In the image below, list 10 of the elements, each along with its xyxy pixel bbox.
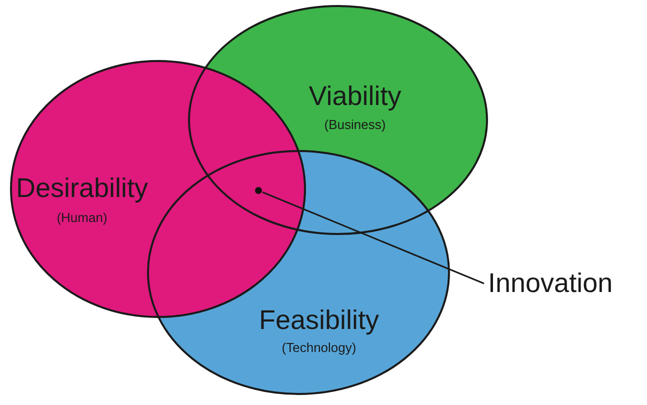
set-label: Feasibility: [258, 305, 380, 336]
set-sublabel: (Technology): [282, 340, 356, 355]
dot-marker: [254, 186, 263, 195]
set-sublabel: (Human): [56, 210, 108, 225]
set-label: Viability: [308, 81, 402, 112]
leader-line: [262, 191, 484, 284]
venn-circle: [147, 150, 450, 395]
set-sublabel: (Business): [324, 117, 386, 132]
callout-label: Innovation: [488, 268, 613, 299]
set-label: Desirability: [16, 173, 148, 204]
